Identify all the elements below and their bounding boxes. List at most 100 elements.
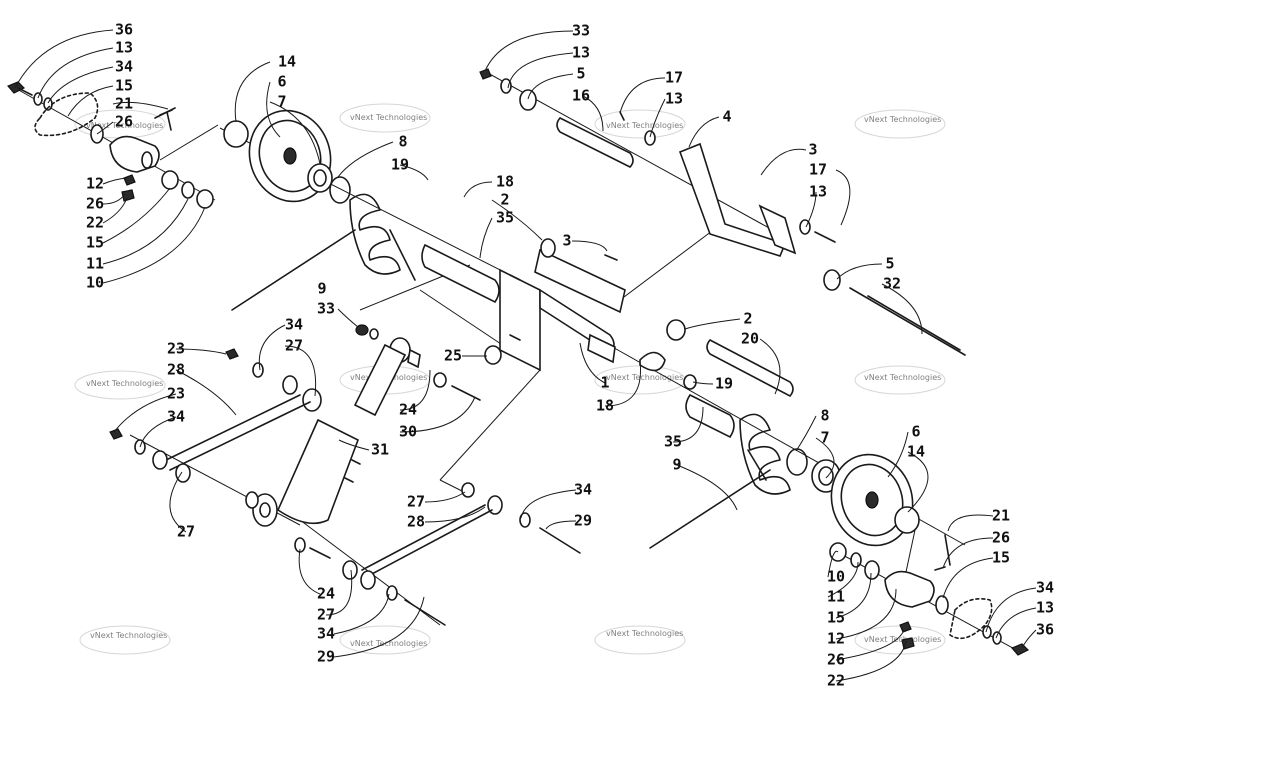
callout-5: 5 <box>885 255 894 273</box>
links-and-fasteners <box>109 348 581 626</box>
callout-34: 34 <box>115 58 133 76</box>
callout-13: 13 <box>1036 599 1054 617</box>
watermark-text: vNext Technologies <box>864 373 941 382</box>
right-torsion-spring <box>649 413 791 549</box>
watermark: vNext Technologies <box>594 625 686 655</box>
watermark-text: vNext Technologies <box>350 113 427 122</box>
watermark-text: vNext Technologies <box>90 631 167 640</box>
callout-13: 13 <box>115 39 133 57</box>
callout-15: 15 <box>86 234 104 252</box>
left-torsion-spring <box>231 193 416 311</box>
callout-28: 28 <box>407 513 425 531</box>
callout-3: 3 <box>562 232 571 250</box>
callout-24: 24 <box>399 401 417 419</box>
callout-27: 27 <box>407 493 425 511</box>
callout-30: 30 <box>399 423 417 441</box>
callout-11: 11 <box>86 255 104 273</box>
callout-34: 34 <box>317 625 335 643</box>
callout-9: 9 <box>317 280 326 298</box>
callout-23: 23 <box>167 385 185 403</box>
callout-26: 26 <box>827 651 845 669</box>
callout-31: 31 <box>371 441 389 459</box>
shock-absorber <box>245 324 481 527</box>
left-wheel-assembly <box>223 109 351 204</box>
watermark: vNext Technologies <box>339 625 431 655</box>
callout-7: 7 <box>820 429 829 447</box>
left-end-cap-hardware <box>6 81 214 209</box>
callout-6: 6 <box>911 423 920 441</box>
callout-28: 28 <box>167 361 185 379</box>
right-wheel-assembly <box>786 448 920 547</box>
top-rail-bracket <box>479 68 966 356</box>
callout-34: 34 <box>285 316 303 334</box>
callout-27: 27 <box>317 606 335 624</box>
callout-2: 2 <box>500 191 509 209</box>
watermark-text: vNext Technologies <box>86 121 163 130</box>
watermark: vNext Technologies <box>79 625 171 655</box>
parts <box>6 68 1030 656</box>
right-end-cap-hardware <box>829 534 1030 656</box>
callout-26: 26 <box>992 529 1010 547</box>
watermark-text: vNext Technologies <box>86 379 163 388</box>
callout-15: 15 <box>115 77 133 95</box>
callout-6: 6 <box>277 73 286 91</box>
callout-21: 21 <box>115 95 133 113</box>
callout-27: 27 <box>177 523 195 541</box>
watermark: vNext Technologies <box>74 370 166 400</box>
callout-12: 12 <box>86 175 104 193</box>
callout-29: 29 <box>317 648 335 666</box>
callout-17: 17 <box>809 161 827 179</box>
watermark: vNext Technologies <box>854 365 946 395</box>
watermark-text: vNext Technologies <box>606 629 683 638</box>
callout-18: 18 <box>496 173 514 191</box>
callout-36: 36 <box>115 21 133 39</box>
callout-29: 29 <box>574 512 592 530</box>
callout-26: 26 <box>115 113 133 131</box>
watermark-text: vNext Technologies <box>606 373 683 382</box>
callout-15: 15 <box>992 549 1010 567</box>
callout-27: 27 <box>285 337 303 355</box>
callout-18: 18 <box>596 397 614 415</box>
callout-35: 35 <box>664 433 682 451</box>
callout-22: 22 <box>86 214 104 232</box>
callout-13: 13 <box>572 44 590 62</box>
callout-7: 7 <box>277 93 286 111</box>
callout-20: 20 <box>741 330 759 348</box>
center-axle-and-bracket <box>421 238 626 372</box>
callout-12: 12 <box>827 630 845 648</box>
callout-34: 34 <box>1036 579 1054 597</box>
callout-8: 8 <box>820 407 829 425</box>
right-tube-assembly <box>639 319 794 439</box>
watermark-text: vNext Technologies <box>606 121 683 130</box>
callout-10: 10 <box>827 568 845 586</box>
callout-14: 14 <box>278 53 296 71</box>
callout-32: 32 <box>883 275 901 293</box>
callout-13: 13 <box>665 90 683 108</box>
callout-4: 4 <box>722 108 731 126</box>
watermark-text: vNext Technologies <box>350 639 427 648</box>
callout-24: 24 <box>317 585 335 603</box>
callout-26: 26 <box>86 195 104 213</box>
callout-33: 33 <box>572 22 590 40</box>
callout-5: 5 <box>576 65 585 83</box>
callout-34: 34 <box>574 481 592 499</box>
callout-1: 1 <box>600 374 609 392</box>
watermark-text: vNext Technologies <box>864 115 941 124</box>
leader-lines <box>14 29 1037 682</box>
callout-36: 36 <box>1036 621 1054 639</box>
callout-14: 14 <box>907 443 925 461</box>
callout-34: 34 <box>167 408 185 426</box>
callout-8: 8 <box>398 133 407 151</box>
watermark: vNext Technologies <box>854 109 946 139</box>
callout-3: 3 <box>808 141 817 159</box>
callout-22: 22 <box>827 672 845 690</box>
callout-10: 10 <box>86 274 104 292</box>
callout-19: 19 <box>715 375 733 393</box>
callout-19: 19 <box>391 156 409 174</box>
callout-23: 23 <box>167 340 185 358</box>
callout-11: 11 <box>827 588 845 606</box>
callout-25: 25 <box>444 347 462 365</box>
callout-9: 9 <box>672 456 681 474</box>
callout-21: 21 <box>992 507 1010 525</box>
